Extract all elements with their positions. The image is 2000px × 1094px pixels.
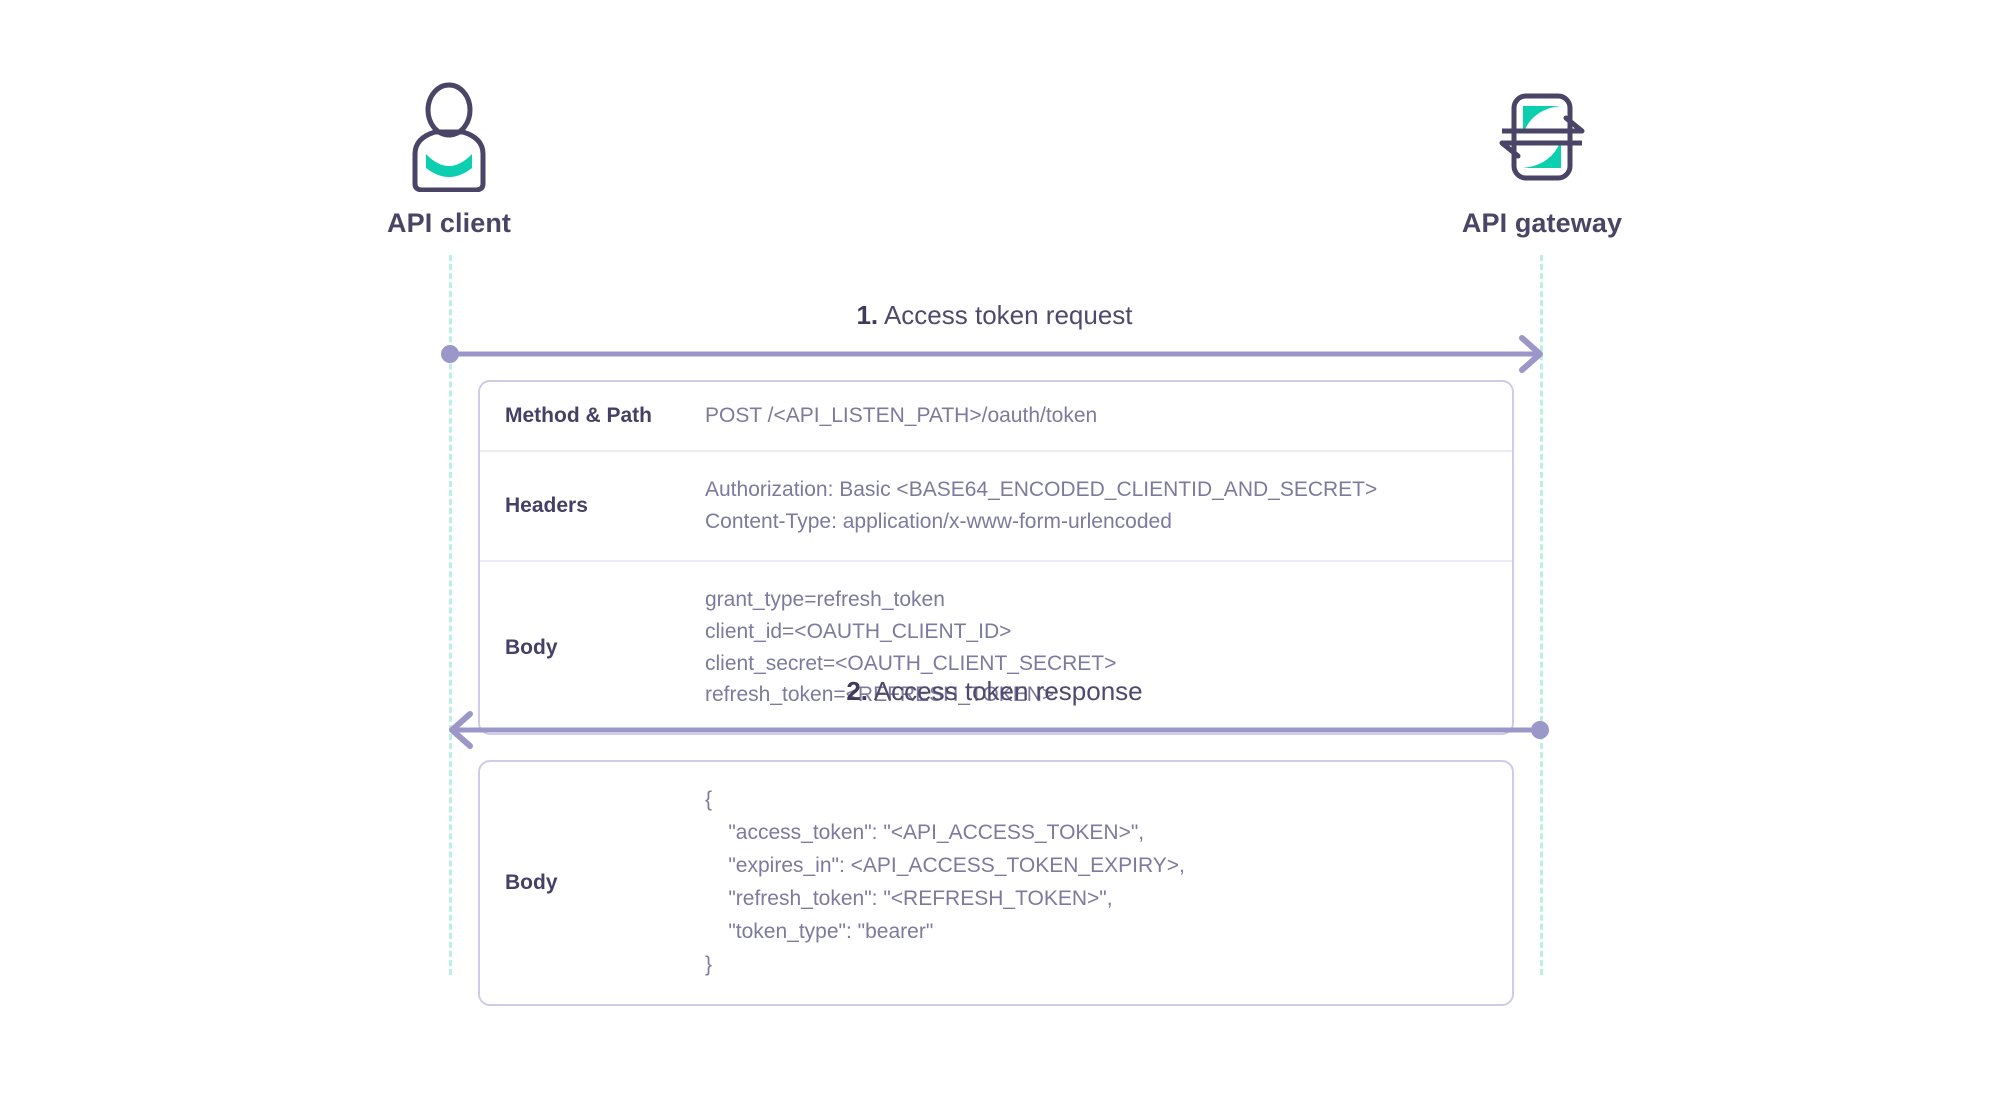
message-2-label: 2. Access token response [449,676,1540,707]
row-key: Body [505,635,558,659]
gateway-icon [1392,82,1692,192]
message-1-details-table: Method & Path POST /<API_LISTEN_PATH>/oa… [478,380,1514,736]
row-value: { "access_token": "<API_ACCESS_TOKEN>", … [705,788,1185,976]
message-2-number: 2. [846,676,869,706]
actor-api-gateway: API gateway [1392,82,1692,239]
actor-api-client: API client [299,82,599,239]
row-value: POST /<API_LISTEN_PATH>/oauth/token [705,404,1098,427]
table-row: Body grant_type=refresh_token client_id=… [480,559,1512,734]
actor-label: API gateway [1461,208,1623,238]
row-key: Body [505,870,558,894]
message-1-arrow [441,335,1543,373]
user-icon [299,82,599,192]
message-2-arrow [449,711,1549,749]
message-1-label: 1. Access token request [449,300,1540,331]
table-row: Method & Path POST /<API_LISTEN_PATH>/oa… [480,382,1512,450]
row-value: Authorization: Basic <BASE64_ENCODED_CLI… [705,477,1378,533]
message-2-details-table: Body { "access_token": "<API_ACCESS_TOKE… [478,760,1514,1006]
row-key: Method & Path [505,403,652,427]
actor-label: API client [386,208,512,238]
message-2-text: Access token response [873,676,1143,706]
lifeline-api-client [449,255,452,975]
message-1-text: Access token request [883,300,1133,330]
table-row: Body { "access_token": "<API_ACCESS_TOKE… [480,762,1512,1004]
table-row: Headers Authorization: Basic <BASE64_ENC… [480,449,1512,560]
row-key: Headers [505,493,588,517]
message-1-number: 1. [856,300,879,330]
row-value: grant_type=refresh_token client_id=<OAUT… [705,587,1117,707]
lifeline-api-gateway [1540,255,1543,975]
